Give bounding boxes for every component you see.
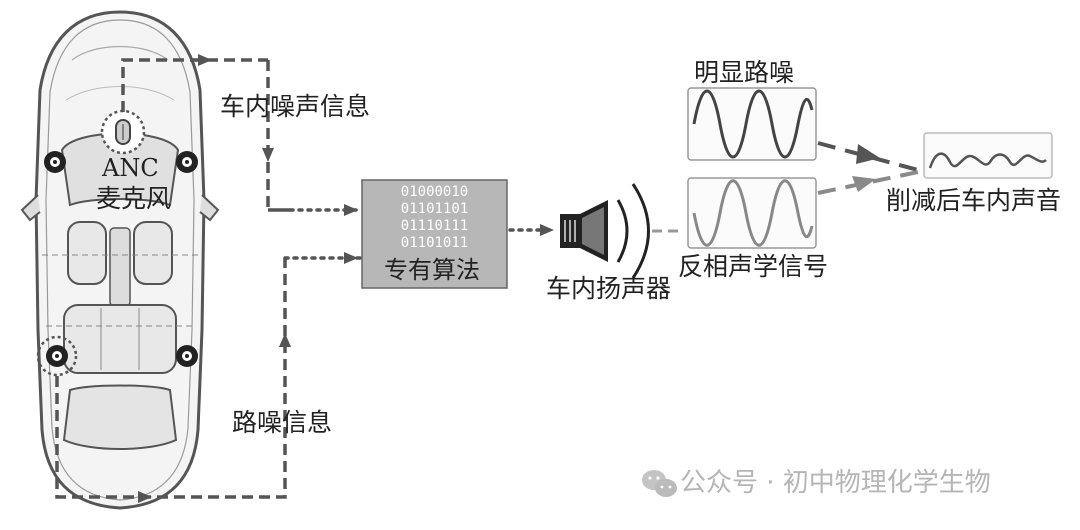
arrowhead: [262, 148, 274, 162]
reduced-sound-label: 削减后车内声音: [886, 186, 1062, 215]
speaker-label: 车内扬声器: [546, 274, 672, 303]
anc-label: ANC: [102, 154, 159, 182]
anti-phase-signal-label: 反相声学信号: [678, 252, 829, 281]
wechat-icon: [642, 470, 677, 497]
anti-phase-wave: [692, 179, 814, 247]
center-console: [109, 227, 131, 307]
box-to-speaker-path: [508, 224, 554, 236]
arrowhead: [344, 252, 358, 264]
rear-wheel-sensor-ring: [36, 335, 78, 377]
wheels: [36, 151, 198, 377]
anti-phase-wave-box: [687, 177, 817, 249]
rear-seat: [63, 304, 177, 374]
cabin-noise-info-label: 车内噪声信息: [220, 92, 371, 121]
binary-line: 01110111: [400, 218, 469, 234]
binary-line: 01000010: [400, 184, 469, 200]
road-noise-info-label: 路噪信息: [232, 408, 333, 437]
road-noise-path: [55, 252, 362, 503]
wheel-rear-right: [176, 345, 198, 367]
side-mirror-left: [20, 194, 41, 222]
arrowhead: [344, 204, 358, 216]
binary-code: 01000010 01101101 01110111 01101011: [362, 184, 507, 252]
road-noise-wave: [692, 89, 814, 159]
reduced-sound-wave: [928, 152, 1047, 169]
arrowhead: [852, 176, 876, 192]
car-illustration: [20, 10, 220, 510]
side-mirror-right: [199, 194, 220, 222]
hood-line: [71, 46, 169, 61]
hood-line-2: [65, 86, 175, 101]
front-seat-right: [133, 221, 173, 285]
rear-window: [62, 384, 178, 450]
reduced-sound-box: [923, 132, 1053, 179]
microphone-label: 麦克风: [96, 184, 172, 213]
arrowhead: [540, 224, 554, 236]
wheel-front-left: [44, 151, 66, 173]
windshield: [60, 132, 180, 207]
binary-line: 01101101: [400, 201, 469, 217]
wheel-rear-left: [36, 335, 78, 377]
binary-line: 01101011: [400, 235, 469, 251]
road-noise-wave-box: [687, 87, 817, 161]
car-body-inner: [45, 19, 195, 501]
arrowhead: [198, 54, 212, 66]
obvious-road-noise-label: 明显路噪: [694, 58, 795, 87]
wheel-front-right: [176, 151, 198, 173]
merge-arrows: [817, 141, 919, 195]
algorithm-box: [361, 179, 508, 289]
cabin-noise-path: [121, 54, 362, 216]
arrowhead: [856, 144, 880, 164]
watermark-text: 公众号 · 初中物理化学生物: [680, 468, 991, 498]
arrowhead: [138, 491, 152, 503]
front-seat-left: [67, 221, 107, 285]
arrowhead: [279, 333, 291, 347]
algorithm-label: 专有算法: [384, 256, 480, 284]
anc-microphone-icon: [100, 109, 146, 155]
speaker-icon: [560, 183, 650, 279]
